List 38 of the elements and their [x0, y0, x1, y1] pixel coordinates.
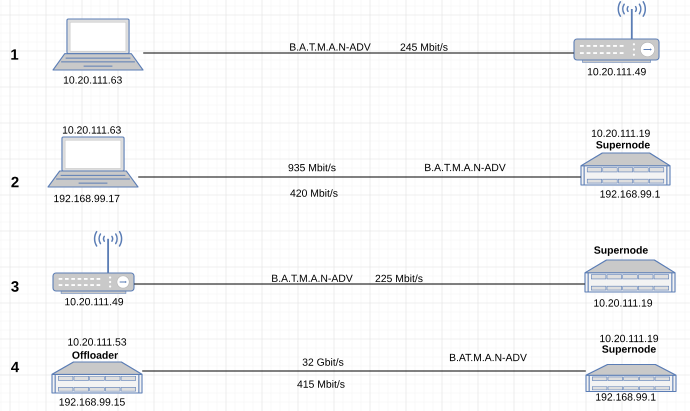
- speed-label: 245 Mbit/s: [400, 43, 448, 51]
- device-name: Supernode: [596, 140, 650, 151]
- speed-label: 420 Mbit/s: [290, 189, 338, 197]
- address-label: 10.20.111.19: [600, 334, 658, 342]
- address-label: 192.168.99.15: [60, 398, 125, 406]
- connector-line: [142, 370, 586, 372]
- row-number: 4: [11, 362, 20, 372]
- address-label: 10.20.111.63: [64, 76, 122, 84]
- laptop-icon: [52, 18, 144, 71]
- address-label: 10.20.111.19: [592, 130, 650, 137]
- address-label: 10.20.111.63: [62, 126, 121, 134]
- row-number: 2: [11, 176, 19, 188]
- address-label: 10.20.111.53: [68, 338, 126, 346]
- edge-label: B.A.T.M.A.N-ADV: [272, 274, 353, 282]
- address-label: 10.20.111.49: [588, 68, 646, 76]
- connector-line: [143, 52, 574, 54]
- edge-label: B.A.T.M.A.N-ADV: [290, 43, 371, 51]
- device-name: Supernode: [594, 246, 648, 256]
- speed-label: 935 Mbit/s: [288, 164, 336, 172]
- address-label: 192.168.99.17: [54, 194, 120, 202]
- laptop-icon: [47, 136, 139, 188]
- router-icon: [52, 230, 135, 294]
- address-label: 192.168.99.1: [600, 190, 660, 198]
- row-number: 1: [11, 49, 18, 60]
- edge-label: B.A.T.M.A.N-ADV: [425, 164, 506, 172]
- address-label: 192.168.99.1: [596, 393, 656, 401]
- speed-label: 225 Mbit/s: [376, 274, 423, 282]
- device-name: Supernode: [602, 345, 656, 355]
- row-number: 3: [11, 281, 19, 292]
- address-label: 10.20.111.19: [594, 299, 652, 307]
- speed-label: 32 Gbit/s: [302, 358, 344, 366]
- edge-label: B.AT.M.A.N-ADV: [450, 354, 527, 362]
- connector-line: [138, 176, 581, 178]
- connector-line: [134, 283, 585, 285]
- speed-label: 415 Mbit/s: [297, 380, 345, 388]
- address-label: 10.20.111.49: [65, 298, 124, 306]
- device-name: Offloader: [72, 351, 118, 359]
- router-icon: [573, 1, 660, 63]
